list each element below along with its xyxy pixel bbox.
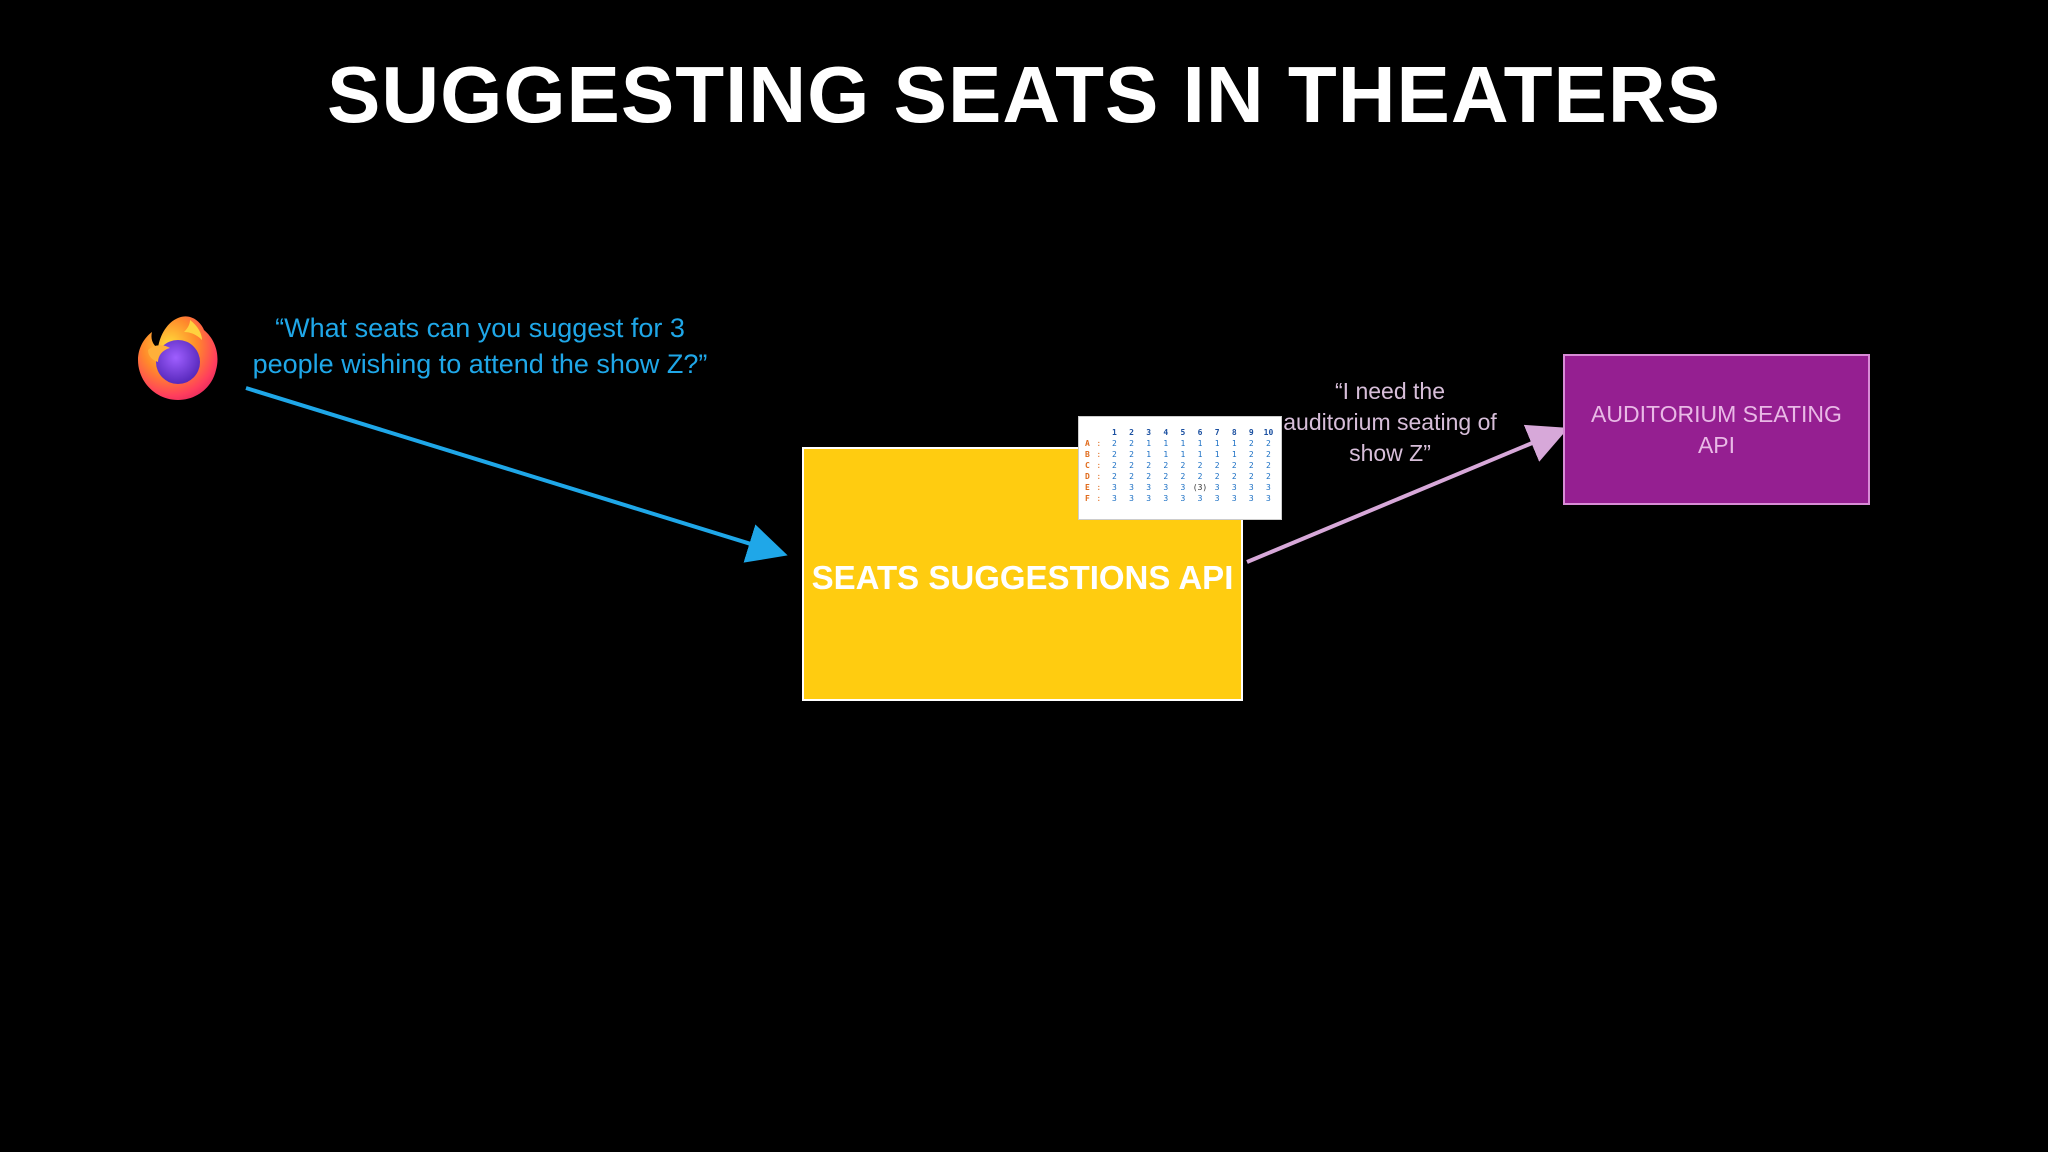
- seat-cell: 2: [1266, 472, 1271, 481]
- seat-cell: 3: [1112, 483, 1117, 492]
- seat-cell: 2: [1214, 472, 1220, 481]
- seat-cell: 1: [1197, 450, 1203, 459]
- seat-cell: 1: [1197, 439, 1203, 448]
- seat-cell: 3: [1231, 494, 1237, 503]
- seating-request-text: “I need the auditorium seating of show Z…: [1283, 378, 1497, 466]
- client-request-text: “What seats can you suggest for 3 people…: [252, 313, 708, 379]
- seat-cell: 2: [1112, 472, 1117, 481]
- seat-cell: 2: [1129, 439, 1134, 448]
- seat-cell: 3: [1163, 483, 1169, 492]
- seat-cell: 3: [1231, 483, 1237, 492]
- seat-column-number: 10: [1263, 428, 1274, 437]
- seat-cell: 3: [1180, 494, 1186, 503]
- seat-column-number: 8: [1231, 428, 1237, 437]
- seat-cell: 2: [1146, 461, 1152, 470]
- seat-cell: 3: [1248, 494, 1254, 503]
- seat-cell: 2: [1146, 472, 1152, 481]
- firefox-browser-icon: [138, 316, 218, 400]
- seat-cell: 2: [1163, 472, 1169, 481]
- seat-column-number: 9: [1248, 428, 1254, 437]
- seat-cell: 2: [1112, 461, 1117, 470]
- seat-cell: 2: [1180, 472, 1186, 481]
- seat-column-number: 4: [1163, 428, 1169, 437]
- seat-cell: 3: [1180, 483, 1186, 492]
- seat-cell: 2: [1112, 450, 1117, 459]
- seat-cell: 3: [1129, 483, 1134, 492]
- seat-column-number: 6: [1197, 428, 1203, 437]
- seat-cell: 2: [1266, 450, 1271, 459]
- auditorium-seating-api-label: AUDITORIUM SEATING API: [1591, 400, 1842, 458]
- seat-cell: 1: [1146, 439, 1152, 448]
- seat-cell: 2: [1266, 439, 1271, 448]
- seat-column-number: 5: [1180, 428, 1186, 437]
- seat-row-label: F: [1085, 494, 1090, 503]
- seat-cell: 1: [1180, 450, 1186, 459]
- seat-cell: 3: [1129, 494, 1134, 503]
- seat-cell: 2: [1180, 461, 1186, 470]
- seat-cell: 1: [1231, 450, 1237, 459]
- seat-cell: 2: [1248, 472, 1254, 481]
- seat-cell: 3: [1214, 483, 1220, 492]
- seat-cell: 2: [1214, 461, 1220, 470]
- seat-cell: 1: [1163, 450, 1169, 459]
- seat-row-label: D: [1085, 472, 1090, 481]
- seat-cell: 3: [1214, 494, 1220, 503]
- seat-row-label: B: [1085, 450, 1090, 459]
- seat-cell: 2: [1197, 472, 1203, 481]
- seat-cell: 3: [1112, 494, 1117, 503]
- seat-cell: 3: [1266, 494, 1271, 503]
- seat-cell: 2: [1248, 439, 1254, 448]
- seat-row-label: E: [1085, 483, 1090, 492]
- seat-cell: 2: [1231, 472, 1237, 481]
- seat-cell: 3: [1266, 483, 1271, 492]
- seat-cell: 2: [1266, 461, 1271, 470]
- seat-cell: 3: [1197, 494, 1203, 503]
- seat-column-number: 2: [1129, 428, 1134, 437]
- seat-row-label: C: [1085, 461, 1090, 470]
- seat-cell: 1: [1214, 450, 1220, 459]
- seat-column-number: 7: [1214, 428, 1220, 437]
- seat-cell: 2: [1231, 461, 1237, 470]
- seat-cell: 1: [1231, 439, 1237, 448]
- seat-cell: 3: [1146, 483, 1152, 492]
- seat-cell: 2: [1248, 450, 1254, 459]
- seat-cell: 2: [1248, 461, 1254, 470]
- seat-cell: 2: [1129, 461, 1134, 470]
- seat-row-label: A: [1085, 439, 1090, 448]
- seats-suggestions-api-label: SEATS SUGGESTIONS API: [811, 559, 1234, 596]
- seat-cell: 1: [1214, 439, 1220, 448]
- seat-cell: 2: [1129, 472, 1134, 481]
- seat-column-number: 1: [1112, 428, 1117, 437]
- seat-column-number: 3: [1146, 428, 1152, 437]
- slide-title: SUGGESTING SEATS IN THEATERS: [326, 50, 1722, 139]
- seating-map-header-row: 1 2 3 4 5 6 7 8 9 10: [1085, 427, 1277, 438]
- seat-cell: 2: [1112, 439, 1117, 448]
- seat-cell: 2: [1163, 461, 1169, 470]
- seat-cell: (3): [1192, 483, 1208, 492]
- seat-cell: 1: [1146, 450, 1152, 459]
- seat-cell: 3: [1146, 494, 1152, 503]
- auditorium-seating-api-box: AUDITORIUM SEATING API: [1563, 354, 1870, 505]
- seat-cell: 3: [1163, 494, 1169, 503]
- client-to-seats-api-arrow: [245, 386, 788, 563]
- seat-cell: 1: [1163, 439, 1169, 448]
- seat-cell: 3: [1248, 483, 1254, 492]
- seat-cell: 2: [1129, 450, 1134, 459]
- seat-cell: 1: [1180, 439, 1186, 448]
- seats-api-to-auditorium-api-arrow: [1246, 424, 1569, 564]
- seat-cell: 2: [1197, 461, 1203, 470]
